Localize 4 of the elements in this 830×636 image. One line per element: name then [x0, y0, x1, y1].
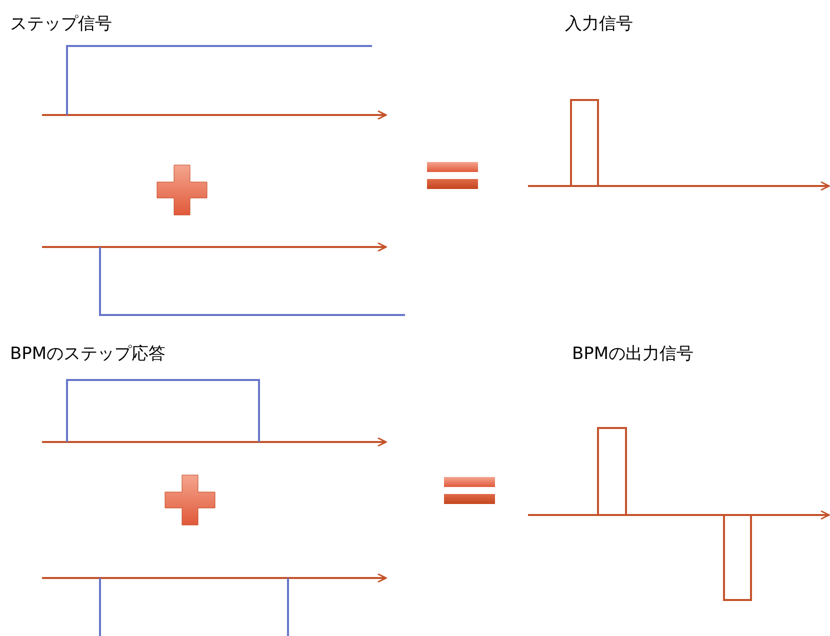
plot-title: ステップ信号 [10, 14, 112, 34]
plot-title: BPMのステップ応答 [10, 344, 166, 364]
plot-title: BPMの出力信号 [572, 344, 694, 364]
plot-title: 入力信号 [565, 14, 633, 34]
